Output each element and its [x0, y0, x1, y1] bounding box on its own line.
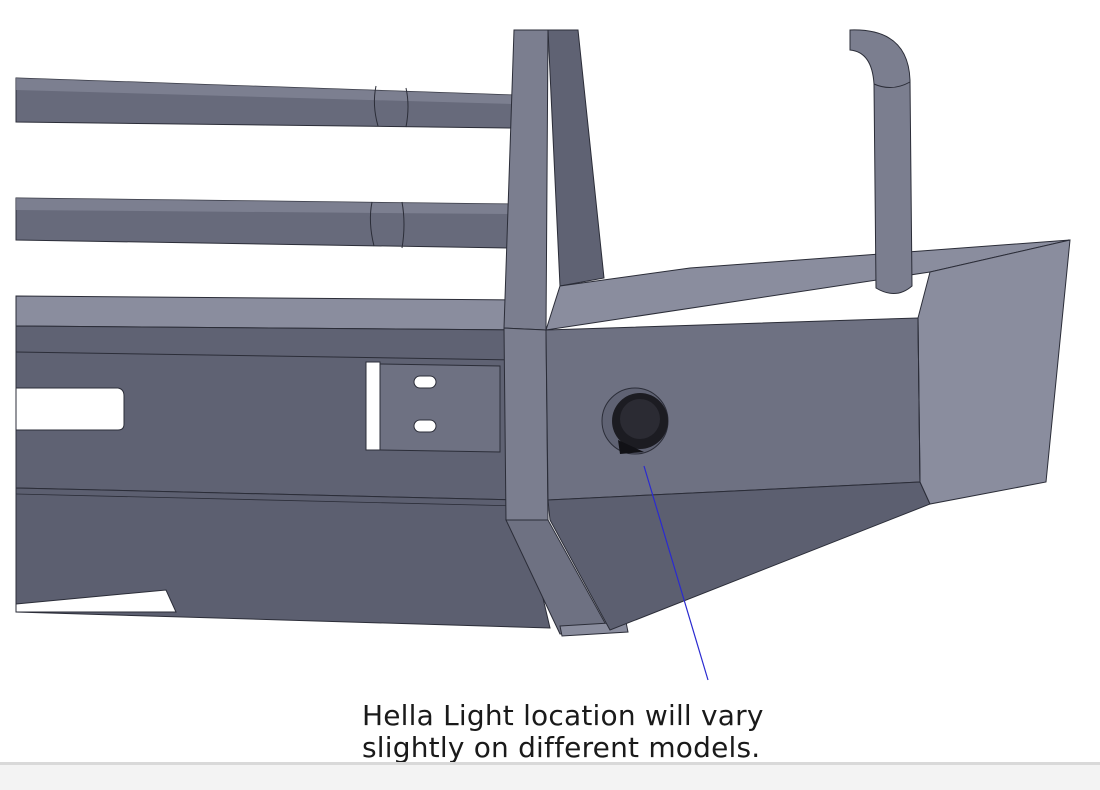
hella-light-icon — [601, 387, 669, 455]
bottom-divider — [0, 762, 1100, 790]
lower-grille-tube — [15, 197, 509, 249]
caption-line-1: Hella Light location will vary — [362, 699, 764, 732]
bumper-body — [15, 295, 551, 629]
bumper-wing — [545, 239, 1071, 631]
upper-grille-tube — [15, 77, 513, 129]
leader-line — [643, 465, 709, 681]
hoop-tube — [849, 29, 913, 294]
caption-line-2: slightly on different models. — [362, 731, 761, 764]
vertical-upright — [503, 29, 629, 637]
caption: Hella Light location will vary slightly … — [362, 700, 882, 764]
